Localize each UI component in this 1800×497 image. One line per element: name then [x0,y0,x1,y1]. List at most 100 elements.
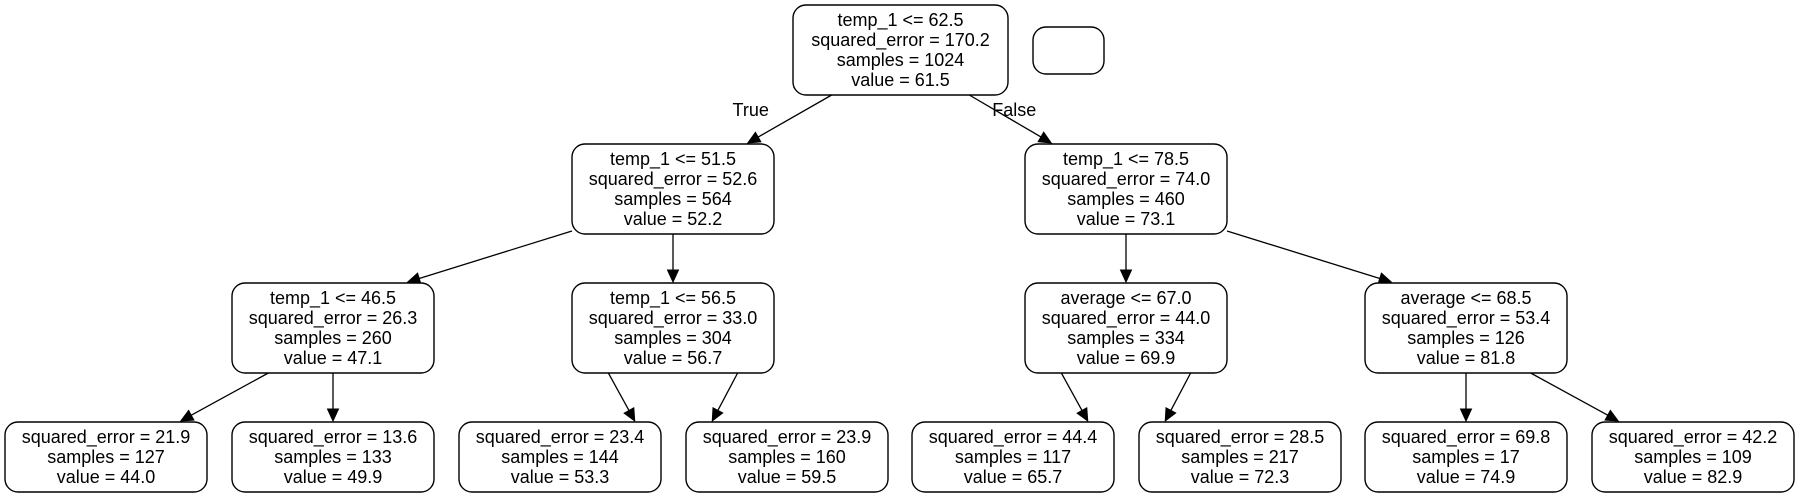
node-line: squared_error = 42.2 [1609,427,1778,448]
node-box [571,143,775,235]
arrowhead-icon [1164,407,1177,423]
node-line: value = 59.5 [738,467,837,487]
node-line: temp_1 <= 51.5 [610,149,736,170]
node-line: value = 47.1 [284,348,383,368]
node-line: samples = 126 [1407,328,1525,348]
node-line: value = 65.7 [964,467,1063,487]
arrowhead-icon [711,407,724,423]
empty-node-box [1032,26,1105,75]
arrowhead-icon [1037,131,1053,144]
node-line: value = 82.9 [1644,467,1743,487]
node-line: temp_1 <= 46.5 [270,288,396,309]
node-line: squared_error = 170.2 [811,30,990,51]
node-line: squared_error = 74.0 [1042,169,1211,190]
node-line: value = 73.1 [1077,209,1176,229]
edge-line [757,94,833,138]
node-line: samples = 460 [1067,189,1185,209]
edge-line [190,372,269,416]
node-box [458,421,662,493]
node-box [231,421,435,493]
node-line: average <= 67.0 [1060,288,1191,308]
node-line: temp_1 <= 78.5 [1063,149,1189,170]
node-box [911,421,1115,493]
node-line: samples = 133 [274,447,392,467]
node-line: value = 69.9 [1077,348,1176,368]
edge-line [968,94,1042,138]
edge-line [1170,372,1192,411]
node-line: temp_1 <= 62.5 [837,10,963,31]
node-box [1138,421,1342,493]
node-box [1364,421,1568,493]
arrowhead-icon [1076,407,1089,423]
node-line: samples = 260 [274,328,392,348]
node-box [792,4,1009,96]
node-line: squared_error = 28.5 [1156,427,1325,448]
node-box [571,282,775,374]
node-line: squared_error = 53.4 [1382,308,1551,329]
node-line: squared_error = 13.6 [249,427,418,448]
node-line: value = 72.3 [1191,467,1290,487]
node-line: squared_error = 44.4 [929,427,1098,448]
node-box [1024,143,1228,235]
node-line: value = 56.7 [624,348,723,368]
node-box [231,282,435,374]
node-box [4,421,208,493]
arrowhead-icon [1459,408,1473,423]
edge-label-false: False [992,100,1036,120]
node-line: value = 81.8 [1417,348,1516,368]
node-line: samples = 109 [1634,447,1752,467]
arrowhead-icon [666,269,680,284]
arrowhead-icon [746,131,762,144]
edge-line [419,230,573,280]
arrowhead-icon [326,408,340,423]
node-line: value = 53.3 [511,467,610,487]
edge-label-true: True [733,100,769,120]
node-line: samples = 1024 [837,50,965,70]
node-line: squared_error = 26.3 [249,308,418,329]
node-line: value = 52.2 [624,209,723,229]
edge-line [607,372,630,411]
node-line: squared_error = 52.6 [589,169,758,190]
node-line: average <= 68.5 [1400,288,1531,308]
node-line: samples = 144 [501,447,619,467]
node-box [1364,282,1568,374]
arrowhead-icon [1377,272,1393,285]
node-line: squared_error = 23.9 [703,427,872,448]
node-line: samples = 304 [614,328,732,348]
arrowhead-icon [406,272,422,285]
edge-line [1530,372,1609,416]
node-line: samples = 17 [1412,447,1520,467]
node-line: squared_error = 21.9 [22,427,191,448]
node-line: samples = 564 [614,189,732,209]
arrowhead-icon [179,409,195,422]
node-line: squared_error = 33.0 [589,308,758,329]
node-line: value = 44.0 [57,467,156,487]
node-line: value = 61.5 [851,70,950,90]
edge-line [1226,230,1380,280]
node-line: value = 49.9 [284,467,383,487]
node-line: squared_error = 69.8 [1382,427,1551,448]
arrowhead-icon [1604,409,1620,422]
node-line: squared_error = 44.0 [1042,308,1211,329]
arrowhead-icon [623,407,636,423]
node-box [685,421,889,493]
node-line: temp_1 <= 56.5 [610,288,736,309]
edge-line [1060,372,1083,411]
edge-line [717,372,739,411]
node-line: squared_error = 23.4 [476,427,645,448]
